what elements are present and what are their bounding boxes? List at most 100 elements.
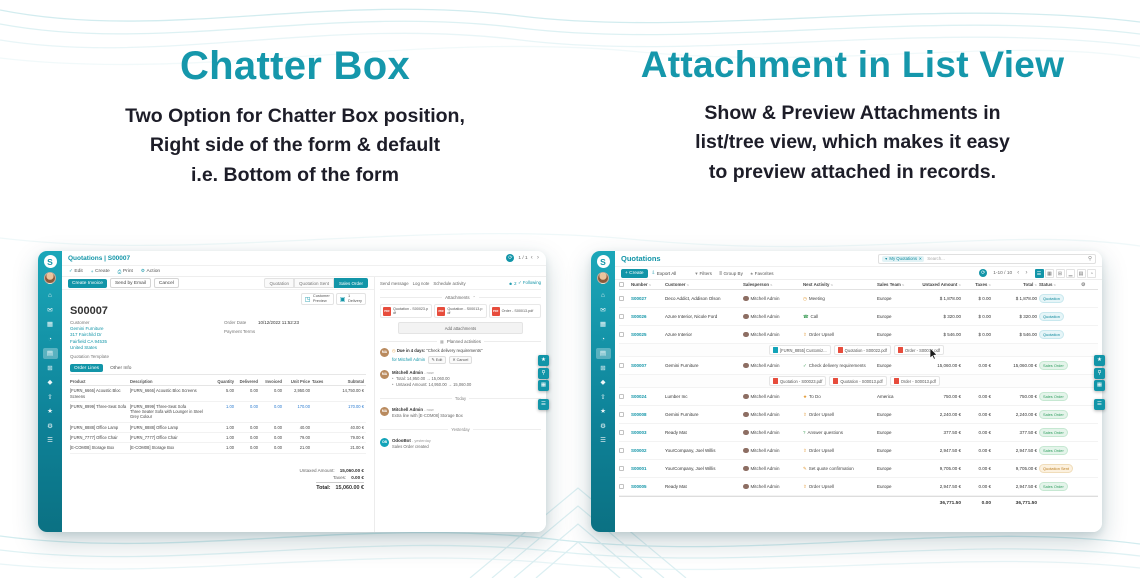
star-quick-button[interactable]: ★	[538, 355, 549, 366]
menu-quick-button[interactable]: ☰	[1094, 398, 1105, 410]
favorites-icon[interactable]: ★	[47, 408, 53, 415]
column-header-untaxed-amount[interactable]: Untaxed Amount	[915, 282, 961, 287]
home-icon[interactable]: ⌂	[48, 292, 52, 299]
next-activity-cell[interactable]: ⇧Order Upsell	[803, 332, 875, 338]
list-view-icon[interactable]: ☰	[1034, 268, 1044, 278]
sales-icon[interactable]: ▤	[595, 348, 611, 359]
add-attachments-button[interactable]: Add attachments	[397, 322, 524, 335]
sales-icon[interactable]: ▤	[42, 348, 58, 359]
search-icon[interactable]: ⚲	[1087, 255, 1092, 262]
order-line-row[interactable]: [FURN_8888] Office Lamp[FURN_8888] Offic…	[70, 423, 366, 434]
attachment-chip[interactable]: [FURN_8855] Customiz...	[769, 345, 831, 355]
schedule-activity-button[interactable]: Schedule activity	[433, 280, 466, 286]
row-checkbox[interactable]	[619, 430, 624, 435]
next-record-button[interactable]: ›	[536, 253, 539, 261]
send-message-button[interactable]: Send message	[380, 280, 409, 286]
next-activity-cell[interactable]: ✓Check delivery requirements	[803, 363, 875, 369]
activity-view-icon[interactable]: ◔	[1087, 268, 1096, 278]
activity-edit-button[interactable]: ✎ Edit	[428, 355, 446, 364]
crm-icon[interactable]: ◔	[48, 335, 52, 343]
favorites-button[interactable]: ★Favorites	[749, 270, 774, 276]
app-logo[interactable]: S	[596, 255, 610, 268]
select-all-checkbox[interactable]	[619, 282, 624, 287]
print-button[interactable]: ⎙Print	[117, 268, 133, 274]
assistant-icon[interactable]: ⟳	[506, 254, 515, 262]
column-header-product[interactable]: Product	[70, 378, 86, 384]
user-avatar[interactable]	[597, 272, 609, 284]
order-line-row[interactable]: [E-COM08] Storage Box[E-COM08] Storage B…	[70, 443, 366, 454]
activity-cancel-button[interactable]: ✕ Cancel	[448, 355, 472, 364]
row-checkbox[interactable]	[619, 363, 624, 368]
row-checkbox[interactable]	[619, 484, 624, 489]
attachments-label[interactable]: Attachments	[445, 295, 470, 300]
graph-view-icon[interactable]: ▁	[1066, 268, 1075, 278]
inventory-icon[interactable]: ◆	[47, 379, 53, 386]
log-note-button[interactable]: Log note	[412, 280, 430, 286]
column-header-invoiced[interactable]: Invoiced	[265, 378, 282, 384]
search-bar[interactable]: ▼ My Quotations ✕ Search... ⚲	[878, 253, 1096, 264]
collapse-icon[interactable]: ⌃	[472, 295, 476, 300]
attachment-chip[interactable]: Quotation - S00022.pdf	[833, 345, 891, 355]
tab-other-info[interactable]: Other Info	[110, 365, 132, 371]
row-checkbox[interactable]	[619, 466, 624, 471]
grid-quick-button[interactable]: ▦	[1094, 380, 1105, 391]
settings-icon[interactable]: ⚙	[600, 422, 606, 430]
assistant-icon[interactable]: ⟳	[979, 269, 988, 277]
row-checkbox[interactable]	[619, 448, 624, 453]
create-button[interactable]: + Create	[621, 268, 648, 278]
statusbar-stage-quotation[interactable]: Quotation	[264, 278, 294, 288]
app-logo[interactable]: S	[43, 255, 57, 268]
breadcrumb[interactable]: Quotations | S00007	[68, 254, 131, 262]
settings-icon[interactable]: ⚙	[47, 422, 53, 430]
favorites-icon[interactable]: ★	[600, 408, 606, 415]
attachment-chip[interactable]: Quotation - S00013.pdf	[829, 376, 887, 386]
apps-menu-icon[interactable]: ☰	[47, 437, 53, 444]
column-header-quantity[interactable]: Quantity	[217, 378, 234, 384]
column-header-description[interactable]: Description	[130, 378, 153, 384]
column-header-total[interactable]: Total	[993, 282, 1037, 287]
column-header-unit-price[interactable]: Unit Price	[290, 378, 310, 384]
tab-order-lines[interactable]: Order Lines	[70, 364, 104, 373]
user-avatar[interactable]	[44, 272, 56, 284]
column-header-taxes[interactable]: Taxes	[963, 282, 991, 287]
next-page-button[interactable]: ›	[1025, 268, 1028, 276]
customer-preview-button[interactable]: ◳ Customer Preview	[300, 293, 334, 305]
export-all-button[interactable]: ⇩Export All	[651, 270, 677, 276]
column-header-sales-team[interactable]: Sales Team	[877, 282, 913, 287]
prev-page-button[interactable]: ‹	[1017, 268, 1020, 276]
pivot-view-icon[interactable]: ⊞	[1055, 268, 1065, 278]
order-line-row[interactable]: [FURN_8999] Three-Seat Sofa[FURN_8999] T…	[70, 402, 366, 423]
next-activity-cell[interactable]: ⇧Order Upsell	[803, 448, 875, 454]
dashboard-icon[interactable]: ⊞	[47, 364, 53, 372]
search-quick-button[interactable]: ⚲	[1094, 367, 1105, 379]
prev-record-button[interactable]: ‹	[530, 253, 533, 261]
search-quick-button[interactable]: ⚲	[538, 367, 549, 379]
statusbar-stage-sales-order[interactable]: Sales Order	[333, 278, 368, 288]
row-checkbox[interactable]	[619, 332, 624, 337]
kanban-view-icon[interactable]: ▦	[1045, 268, 1054, 278]
send-by-email-button[interactable]: Send by Email	[109, 278, 151, 288]
next-activity-cell[interactable]: ⇧Order Upsell	[803, 412, 875, 418]
next-activity-cell[interactable]: ◷Meeting	[803, 296, 875, 302]
calendar-view-icon[interactable]: ▤	[1076, 268, 1086, 278]
discuss-icon[interactable]: ✉	[47, 306, 53, 314]
column-header-taxes[interactable]: Taxes	[312, 378, 324, 384]
purchase-icon[interactable]: ⇧	[600, 393, 606, 401]
column-header-delivered[interactable]: Delivered	[239, 378, 258, 384]
following-button[interactable]: ✓ Following	[518, 280, 541, 285]
row-checkbox[interactable]	[619, 314, 624, 319]
next-activity-cell[interactable]: ⇧Order Upsell	[803, 484, 875, 490]
attachment-chip[interactable]: Quotation - S00023.pdf	[769, 376, 827, 386]
column-header-subtotal[interactable]: Subtotal	[347, 378, 364, 384]
